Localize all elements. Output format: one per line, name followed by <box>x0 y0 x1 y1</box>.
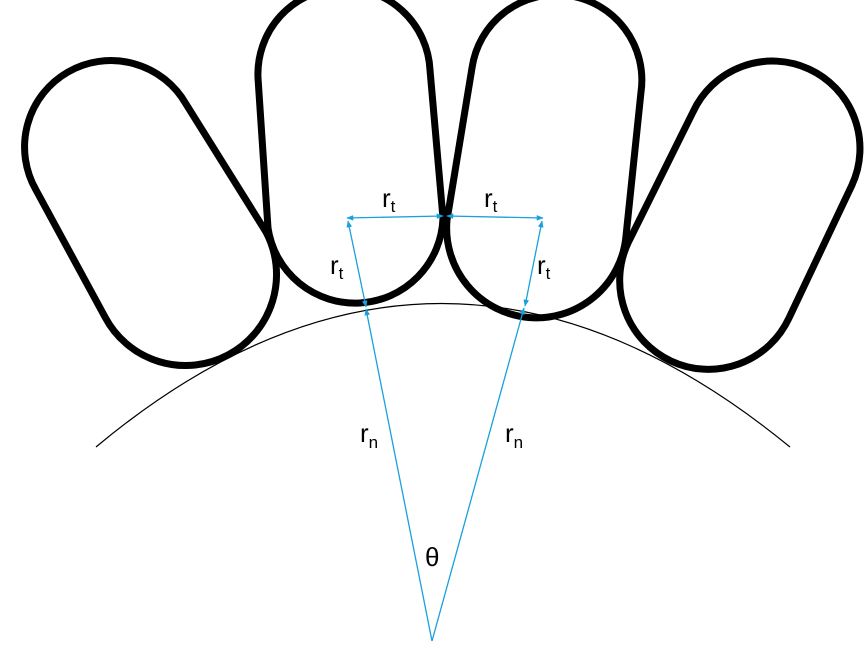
theta-label: θ <box>425 542 439 572</box>
base-circle-arc <box>95 303 791 448</box>
rn-left-arrow <box>364 308 433 642</box>
rt-left-horizontal-label: rt <box>382 183 396 216</box>
rt-left-horizontal-arrow <box>346 213 444 221</box>
rt-right-vertical-arrow <box>523 220 544 307</box>
slot-left-inner <box>254 0 447 307</box>
rt-right-horizontal-label: rt <box>484 183 498 216</box>
rn-left-label: rn <box>360 418 378 452</box>
rt-left-vertical-label: rt <box>330 250 344 283</box>
rt-left-vertical-arrow <box>346 220 368 308</box>
rt-right-horizontal-arrow <box>446 213 544 221</box>
slot-right-outer <box>616 57 864 373</box>
slot-right-inner <box>443 0 646 322</box>
rt-right-vertical-label: rt <box>537 250 551 283</box>
rn-right-arrow <box>431 307 526 642</box>
rn-right-label: rn <box>505 418 523 452</box>
slot-left-outer <box>21 57 280 369</box>
